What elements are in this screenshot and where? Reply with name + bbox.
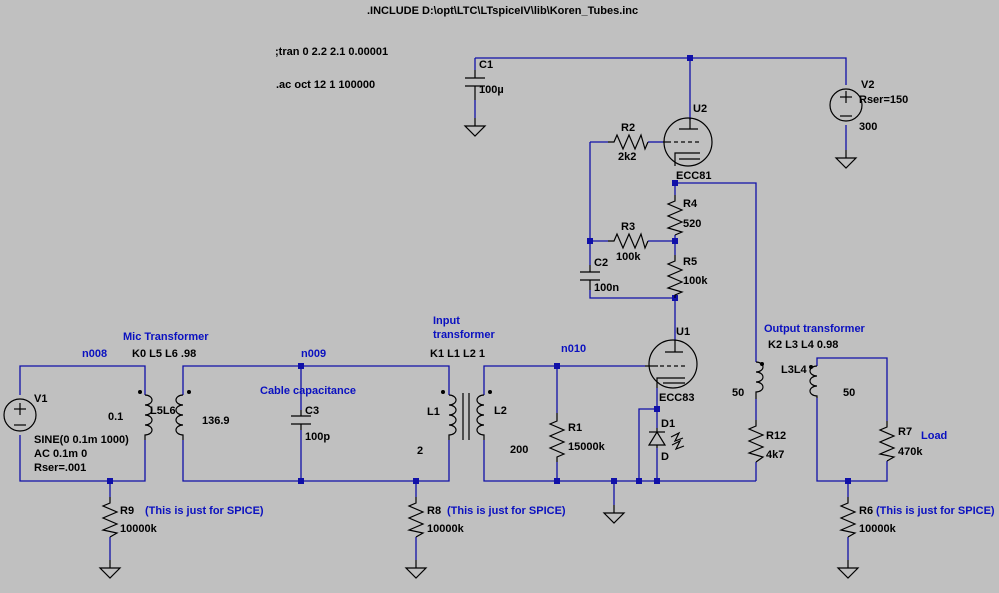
- d1-model: D: [661, 451, 669, 463]
- u2-name: U2: [693, 103, 707, 115]
- l4-value: 50: [843, 387, 855, 399]
- r5-resistor[interactable]: [666, 255, 684, 298]
- r4-name: R4: [683, 198, 698, 210]
- spice-note-2: (This is just for SPICE): [447, 505, 566, 517]
- l5l6-label: L5L6: [150, 405, 176, 417]
- net-label-n010: n010: [561, 343, 586, 355]
- r8-resistor[interactable]: [407, 497, 425, 538]
- output-transformer-label: Output transformer: [764, 323, 866, 335]
- r9-resistor[interactable]: [101, 497, 119, 538]
- l1-value: 2: [417, 445, 423, 457]
- r1-value: 15000k: [568, 441, 606, 453]
- c2-value: 100n: [594, 282, 619, 294]
- v1-source[interactable]: [3, 398, 37, 432]
- c3-value: 100p: [305, 431, 330, 443]
- u1-model: ECC83: [659, 392, 694, 404]
- r1-name: R1: [568, 422, 582, 434]
- r2-value: 2k2: [618, 151, 636, 163]
- r2-name: R2: [621, 122, 635, 134]
- v1-sine: SINE(0 0.1m 1000): [34, 434, 129, 446]
- l5-value: 0.1: [108, 411, 123, 423]
- u1-name: U1: [676, 326, 690, 338]
- u2-triode[interactable]: [663, 117, 713, 167]
- l3l4-label: L3L4: [781, 364, 808, 376]
- v2-source[interactable]: [829, 88, 863, 122]
- u2-model: ECC81: [676, 170, 711, 182]
- k2-directive[interactable]: K2 L3 L4 0.98: [768, 339, 838, 351]
- input-transformer-label-1: Input: [433, 315, 460, 327]
- c1-capacitor[interactable]: [465, 70, 485, 100]
- net-label-n009: n009: [301, 348, 326, 360]
- l2-inductor[interactable]: [476, 390, 492, 440]
- r1-resistor[interactable]: [548, 413, 566, 462]
- c1-value: 100µ: [479, 84, 504, 96]
- u1-triode[interactable]: [645, 339, 698, 389]
- c3-name: C3: [305, 405, 319, 417]
- v1-rser: Rser=.001: [34, 462, 86, 474]
- r4-value: 520: [683, 218, 701, 230]
- r3-value: 100k: [616, 251, 641, 263]
- r8-value: 10000k: [427, 523, 465, 535]
- v2-name: V2: [861, 79, 874, 91]
- r9-name: R9: [120, 505, 134, 517]
- v2-value: 300: [859, 121, 877, 133]
- l1-name: L1: [427, 406, 440, 418]
- r6-name: R6: [859, 505, 873, 517]
- load-label: Load: [921, 430, 947, 442]
- r12-resistor[interactable]: [747, 420, 765, 463]
- r5-name: R5: [683, 256, 697, 268]
- l2-value: 200: [510, 444, 528, 456]
- d1-name: D1: [661, 418, 675, 430]
- c1-name: C1: [479, 59, 493, 71]
- r3-name: R3: [621, 221, 635, 233]
- r7-resistor[interactable]: [878, 421, 896, 462]
- r5-value: 100k: [683, 275, 708, 287]
- r6-resistor[interactable]: [839, 497, 857, 538]
- wires: [19, 57, 888, 560]
- l6-inductor[interactable]: [175, 390, 191, 440]
- l3-value: 50: [732, 387, 744, 399]
- cable-capacitance-label: Cable capacitance: [260, 385, 356, 397]
- v1-ac: AC 0.1m 0: [34, 448, 87, 460]
- k1-directive[interactable]: K1 L1 L2 1: [430, 348, 485, 360]
- d1-diode[interactable]: [647, 428, 685, 451]
- c2-capacitor[interactable]: [580, 265, 600, 290]
- c2-name: C2: [594, 257, 608, 269]
- mic-transformer-label: Mic Transformer: [123, 331, 209, 343]
- r12-value: 4k7: [766, 449, 784, 461]
- r9-value: 10000k: [120, 523, 158, 535]
- l6-value: 136.9: [202, 415, 230, 427]
- c3-capacitor[interactable]: [291, 410, 311, 430]
- l3-inductor[interactable]: [755, 361, 764, 399]
- r7-name: R7: [898, 426, 912, 438]
- include-directive: .INCLUDE D:\opt\LTC\LTspiceIV\lib\Koren_…: [367, 5, 638, 17]
- v2-rser: Rser=150: [859, 94, 908, 106]
- l5-inductor[interactable]: [138, 390, 153, 440]
- l1-inductor[interactable]: [441, 390, 457, 440]
- l4-inductor[interactable]: [809, 365, 818, 398]
- v1-name: V1: [34, 393, 47, 405]
- ac-directive[interactable]: .ac oct 12 1 100000: [276, 79, 375, 91]
- r12-name: R12: [766, 430, 786, 442]
- r2-resistor[interactable]: [608, 133, 649, 151]
- r3-resistor[interactable]: [608, 232, 649, 250]
- k0-directive[interactable]: K0 L5 L6 .98: [132, 348, 196, 360]
- net-label-n008: n008: [82, 348, 107, 360]
- r6-value: 10000k: [859, 523, 897, 535]
- input-transformer-label-2: transformer: [433, 329, 495, 341]
- r8-name: R8: [427, 505, 441, 517]
- tran-directive[interactable]: ;tran 0 2.2 2.1 0.00001: [275, 46, 388, 58]
- spice-note-1: (This is just for SPICE): [145, 505, 264, 517]
- l2-name: L2: [494, 405, 507, 417]
- spice-note-3: (This is just for SPICE): [876, 505, 995, 517]
- r7-value: 470k: [898, 446, 923, 458]
- r4-resistor[interactable]: [666, 195, 684, 236]
